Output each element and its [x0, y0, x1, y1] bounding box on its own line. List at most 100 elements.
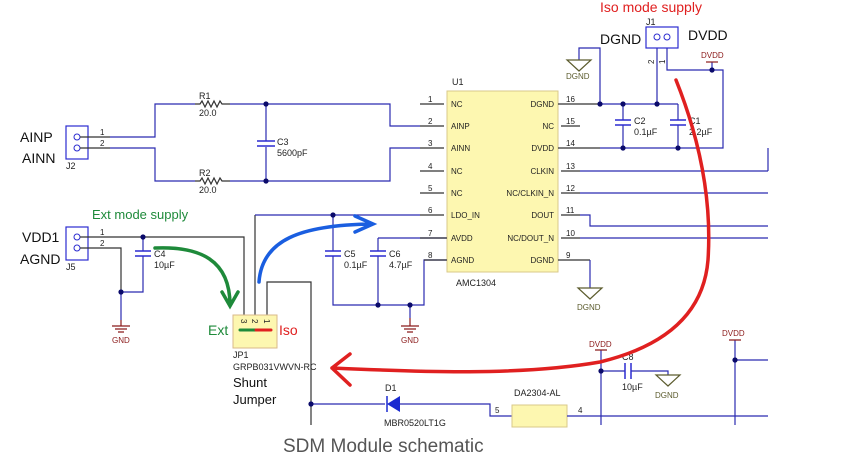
u1-ref: U1 [452, 77, 464, 87]
u1-pin-name: AGND [451, 256, 474, 265]
label-agnd: AGND [20, 251, 60, 267]
pin-num: 1 [262, 319, 271, 324]
u1-pin-name: CLKIN [530, 167, 554, 176]
pin-num: 1 [100, 228, 105, 237]
pin-num: 3 [239, 319, 248, 324]
u1-pin-name: NC [451, 100, 463, 109]
u1-pin-name: DVDD [531, 144, 554, 153]
connector-j1: J1 DGND DVDD 2 1 [600, 17, 728, 64]
u1-pin-number: 10 [566, 229, 575, 238]
jp1-part: GRPB031VWVN-RC [233, 362, 317, 372]
pin-num: 2 [100, 239, 105, 248]
dgnd-label: DGND [566, 72, 590, 81]
c6-value: 4.7µF [389, 260, 413, 270]
u1-pin-name: LDO_IN [451, 211, 480, 220]
c6-ref: C6 [389, 249, 401, 259]
c1-value: 2.2µF [689, 127, 713, 137]
label-iso-mode-supply: Iso mode supply [600, 0, 702, 15]
ext-path-arrow [153, 246, 240, 310]
diode-d1: D1 MBR0520LT1G [384, 383, 446, 428]
pin-num: 2 [250, 319, 259, 324]
iso-path-arrow [330, 78, 711, 387]
u1-pin-name: AINN [451, 144, 470, 153]
u1-pin-number: 5 [428, 184, 433, 193]
c5-value: 0.1µF [344, 260, 368, 270]
pin-num: 4 [578, 406, 583, 415]
u1-pin-number: 8 [428, 251, 433, 260]
u1-pin-number: 16 [566, 95, 575, 104]
dvdd-label: DVDD [589, 340, 612, 349]
label-jumper: Jumper [233, 392, 277, 407]
r1-value: 20.0 [199, 108, 217, 118]
ic-da2304: DA2304-AL 5 4 [495, 388, 583, 428]
r1-ref: R1 [199, 91, 211, 101]
jumper-jp1[interactable]: 3 2 1 [232, 314, 278, 349]
pin-num: 2 [100, 139, 105, 148]
c3-ref: C3 [277, 137, 289, 147]
label-ainn: AINN [22, 150, 55, 166]
label-ext-mode-supply: Ext mode supply [92, 207, 189, 222]
u1-pin-number: 6 [428, 206, 433, 215]
pin-num: 1 [658, 59, 667, 64]
da2304-part: DA2304-AL [514, 388, 561, 398]
c5-ref: C5 [344, 249, 356, 259]
u1-pin-number: 14 [566, 139, 575, 148]
c1-ref: C1 [689, 116, 701, 126]
u1-pin-name: NC [451, 167, 463, 176]
label-ext: Ext [208, 322, 228, 338]
c4-ref: C4 [154, 249, 166, 259]
pin-num: 1 [100, 128, 105, 137]
u1-pin-number: 2 [428, 117, 433, 126]
figure-caption: SDM Module schematic [283, 436, 484, 457]
dvdd-label: DVDD [701, 51, 724, 60]
u1-pin-number: 9 [566, 251, 571, 260]
pin-num: 5 [495, 406, 500, 415]
label-vdd1: VDD1 [22, 229, 60, 245]
u1-pin-name: NC/CLKIN_N [506, 189, 554, 198]
gnd-symbol: GND [112, 320, 130, 345]
u1-pin-number: 11 [566, 206, 575, 215]
r2-ref: R2 [199, 168, 211, 178]
label-j1-dgnd: DGND [600, 31, 641, 47]
u1-pin-number: 1 [428, 95, 433, 104]
d1-ref: D1 [385, 383, 397, 393]
u1-pin-name: DGND [530, 256, 554, 265]
ldo-path-arrow [257, 214, 378, 284]
connector-j5: VDD1 AGND J5 1 2 [20, 226, 105, 272]
label-ainp: AINP [20, 129, 53, 145]
u1-pin-number: 7 [428, 229, 433, 238]
c8-value: 10µF [622, 382, 643, 392]
u1-part: AMC1304 [456, 278, 496, 288]
u1-pin-name: NC/DOUT_N [507, 234, 554, 243]
label-iso: Iso [279, 322, 298, 338]
u1-pin-number: 15 [566, 117, 575, 126]
r2-value: 20.0 [199, 185, 217, 195]
u1-pin-number: 13 [566, 162, 575, 171]
dgnd-symbol: DGND [576, 287, 604, 312]
dgnd-symbol: DGND [654, 374, 682, 400]
u1-pin-number: 12 [566, 184, 575, 193]
u1-pin-name: AINP [451, 122, 470, 131]
c2-value: 0.1µF [634, 127, 658, 137]
u1-pin-name: DGND [530, 100, 554, 109]
gnd-label: GND [401, 336, 419, 345]
u1-pin-name: DOUT [531, 211, 554, 220]
ref-j2: J2 [66, 161, 76, 171]
ic-u1: U1 AMC1304 1NC2AINP3AINN4NC5NC6LDO_IN7AV… [428, 77, 575, 288]
label-shunt: Shunt [233, 375, 267, 390]
c3-value: 5600pF [277, 148, 308, 158]
dgnd-label: DGND [577, 303, 601, 312]
u1-pin-number: 4 [428, 162, 433, 171]
dgnd-label: DGND [655, 391, 679, 400]
dvdd-label: DVDD [722, 329, 745, 338]
connector-j2: AINP AINN J2 1 2 [20, 125, 110, 171]
gnd-symbol: GND [401, 318, 419, 345]
jp1-ref: JP1 [233, 350, 249, 360]
u1-pin-name: AVDD [451, 234, 473, 243]
c4-value: 10µF [154, 260, 175, 270]
dgnd-symbol: DGND [565, 59, 593, 81]
gnd-label: GND [112, 336, 130, 345]
c2-ref: C2 [634, 116, 646, 126]
d1-part: MBR0520LT1G [384, 418, 446, 428]
